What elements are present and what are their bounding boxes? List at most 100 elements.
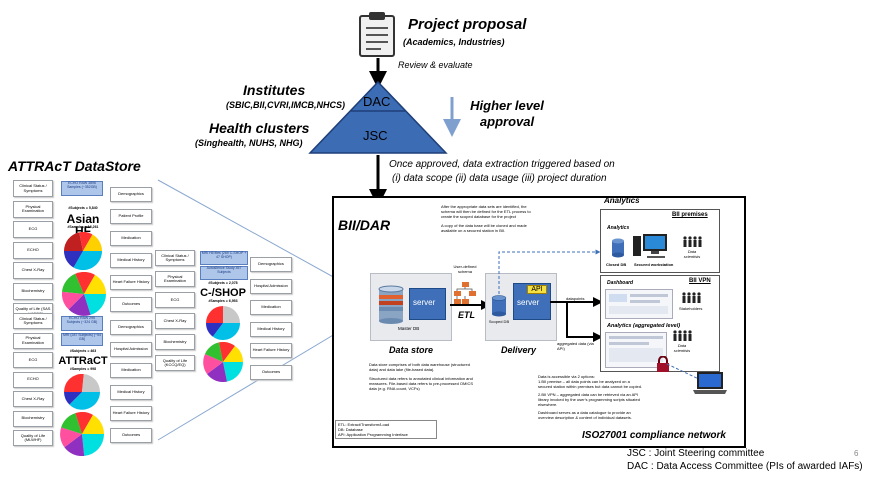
cshop-echo: Autosilence Study 457 Subjects bbox=[200, 266, 248, 280]
delivery-label: Delivery bbox=[501, 345, 537, 355]
asianhf-pie-1 bbox=[64, 232, 102, 270]
attract-category-box: Demographics bbox=[110, 320, 152, 335]
asianhf-subjects: #Subjects = 5,840 bbox=[68, 206, 98, 210]
asianhf-category-box: Heart Failure History bbox=[110, 275, 152, 290]
aggregated-screenshot bbox=[605, 332, 667, 368]
scoped-db-label: Scoped DB bbox=[488, 319, 510, 324]
once-approved-text: Once approved, data extraction triggered… bbox=[389, 158, 615, 185]
higher-level-line2: approval bbox=[479, 114, 535, 130]
review-label: Review & evaluate bbox=[398, 60, 473, 70]
data-scientists-vpn-label: Data scientists bbox=[673, 343, 691, 353]
legend-db: DB: Database bbox=[338, 427, 363, 432]
laptop-icon bbox=[693, 372, 727, 394]
asianhf-category-box: ECHO bbox=[13, 241, 53, 259]
data-store-label: Data store bbox=[389, 345, 434, 355]
cshop-pie-2 bbox=[203, 342, 243, 382]
data-scientists-icon bbox=[683, 236, 702, 247]
cshop-category-box: Hospital Admission bbox=[250, 278, 292, 294]
attract-echo-raw: ECHO RAW 295 Subjects (~324 GB) bbox=[61, 316, 103, 331]
store-desc-1: Data store comprises of both data wareho… bbox=[369, 362, 470, 372]
asianhf-category-box: Clinical Status / Symptoms bbox=[13, 180, 53, 197]
once-line2: (i) data scope (ii) data usage (iii) pro… bbox=[392, 172, 607, 184]
datastore-title: ATTRAcT DataStore bbox=[8, 158, 141, 174]
access-2: 1.BII premise – all data points can be a… bbox=[538, 379, 643, 389]
asianhf-pie-2 bbox=[62, 272, 106, 316]
vpn-link-line bbox=[666, 363, 702, 381]
cshop-category-box: Biochemistry bbox=[155, 334, 195, 350]
attract-samples: #Samples = 998 bbox=[69, 367, 97, 371]
attract-mri: MRI (287 Subjects) (~54 GB) bbox=[61, 333, 103, 346]
asianhf-category-box: Biochemistry bbox=[13, 282, 53, 300]
bii-dar-title: BII/DAR bbox=[338, 217, 391, 233]
legend-api: API: Application Programming Interface bbox=[338, 432, 408, 437]
cshop-category-box: Chest X-Ray bbox=[155, 313, 195, 329]
jsc-footnote: JSC : Joint Steering committee bbox=[627, 448, 765, 459]
cshop-category-box: Physical Examination bbox=[155, 271, 195, 287]
attract-category-box: Medical History bbox=[110, 384, 152, 400]
attract-category-box: Physical Examination bbox=[13, 332, 53, 349]
access-1: Data is accessible via 2 options: bbox=[538, 374, 595, 379]
attract-category-box: Medication bbox=[110, 363, 152, 378]
approval-pyramid bbox=[308, 80, 448, 154]
project-proposal-sub: (Academics, Industries) bbox=[403, 37, 505, 47]
asianhf-category-box: Medication bbox=[110, 231, 152, 246]
store-desc-2: Structured data refers to annotated clin… bbox=[369, 376, 474, 391]
jsc-label: JSC bbox=[363, 128, 388, 143]
higher-level-label: Higher level approval bbox=[462, 98, 552, 131]
api-server-label: server bbox=[517, 298, 540, 307]
cshop-category-box: Heart Failure History bbox=[250, 343, 292, 358]
health-clusters-sub: (Singhealth, NUHS, NHG) bbox=[195, 138, 303, 148]
cshop-category-box: Outcomes bbox=[250, 364, 292, 380]
clipboard-icon bbox=[359, 12, 395, 57]
data-scientists-label: Data scientists bbox=[683, 249, 701, 259]
institutes-sub: (SBIC,BII,CVRI,IMCB,NHCS) bbox=[226, 100, 345, 110]
api-badge: API bbox=[527, 285, 547, 294]
bii-premises-label: BII premises bbox=[672, 212, 708, 218]
stakeholders-label: Stakeholders bbox=[679, 306, 703, 311]
schema-desc: After the appropriate data sets are iden… bbox=[441, 204, 541, 233]
attract-subjects: #Subjects = 463 bbox=[69, 349, 97, 353]
attract-category-box: ECHO bbox=[13, 371, 53, 388]
secured-ws-label: Secured workstation bbox=[634, 262, 674, 267]
analytics-premises-label: Analytics bbox=[607, 225, 630, 231]
asianhf-echo-raw: ECHO RAW 3896 Samples (~352GB) bbox=[61, 181, 103, 196]
cshop-samples: #Samples = 6,953 bbox=[208, 299, 238, 303]
datapoints-label: datapoints bbox=[566, 296, 585, 301]
bii-vpn-label: BII VPN bbox=[689, 278, 711, 284]
asianhf-category-box: Medical History bbox=[110, 253, 152, 268]
once-line1: Once approved, data extraction triggered… bbox=[389, 159, 615, 170]
access-4: Dashboard serves as a data catalogue to … bbox=[538, 410, 632, 420]
dac-label: DAC bbox=[363, 94, 391, 109]
cshop-name: C-/SHOP bbox=[200, 287, 246, 299]
asianhf-category-box: Outcomes bbox=[110, 297, 152, 312]
page-number: 6 bbox=[854, 449, 859, 458]
attract-pie-2 bbox=[60, 412, 104, 456]
legend-etl: ETL: Extract/Transform/Load bbox=[338, 422, 390, 427]
workstation-icon bbox=[633, 234, 667, 258]
cshop-category-box: Medical History bbox=[250, 321, 292, 337]
data-scientists-vpn-icon bbox=[673, 330, 692, 341]
database-stack-icon bbox=[378, 285, 404, 324]
analytics-agg-label: Analytics (aggregated level) bbox=[607, 323, 681, 329]
iso-label: ISO27001 compliance network bbox=[582, 430, 726, 441]
cshop-category-box: Demographics bbox=[250, 257, 292, 272]
closed-db-icon bbox=[612, 238, 624, 258]
schema-desc-1: After the appropriate data sets are iden… bbox=[441, 204, 531, 219]
higher-level-line1: Higher level bbox=[470, 98, 544, 113]
access-description: Data is accessible via 2 options: 1.BII … bbox=[538, 374, 644, 420]
cshop-category-box: Medication bbox=[250, 300, 292, 315]
project-proposal-title: Project proposal bbox=[408, 16, 527, 33]
cshop-category-box: ECG bbox=[155, 292, 195, 308]
attract-category-box: Chest X-Ray bbox=[13, 391, 53, 407]
cshop-pie-1 bbox=[206, 306, 240, 340]
aggregated-label: aggregated data (via API) bbox=[557, 341, 594, 351]
store-description: Data store comprises of both data wareho… bbox=[369, 362, 479, 391]
cshop-mri: MRI H5 files (269 C-SHOP + 47 SHOP) bbox=[200, 251, 248, 265]
asianhf-category-box: Physical Examination bbox=[13, 200, 53, 218]
schema-desc-2: A copy of the data base will be cloned a… bbox=[441, 223, 527, 233]
etl-label: ETL bbox=[458, 310, 475, 320]
attract-category-box: Heart Failure History bbox=[110, 406, 152, 421]
institutes-title: Institutes bbox=[243, 82, 306, 98]
attract-category-box: ECG bbox=[13, 352, 53, 368]
